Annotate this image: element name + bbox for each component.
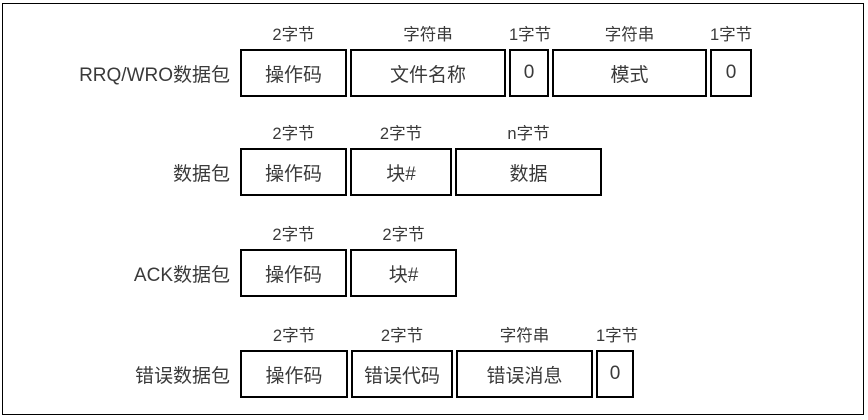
- field-error-message: 字符串 错误消息: [456, 326, 593, 398]
- field-size-label: 1字节: [710, 26, 753, 44]
- field-filename: 字符串 文件名称: [350, 25, 506, 97]
- packet-row-ack: ACK数据包 2字节 操作码 2字节 块#: [0, 225, 457, 297]
- field-error-code: 2字节 错误代码: [351, 326, 453, 398]
- field-size-label: 2字节: [382, 226, 425, 244]
- field-size-label: 2字节: [379, 125, 423, 143]
- field-box-error-code: 错误代码: [351, 350, 453, 398]
- packet-row-label: ACK数据包: [133, 264, 230, 286]
- packet-row-label: 错误数据包: [134, 365, 230, 387]
- field-size-label: 字符串: [499, 327, 550, 345]
- field-box-opcode: 操作码: [240, 249, 347, 297]
- field-box-mode: 模式: [552, 49, 707, 97]
- packet-row-data: 数据包 2字节 操作码 2字节 块# n字节 数据: [0, 124, 602, 196]
- field-block-number: 2字节 块#: [350, 124, 452, 196]
- field-box-zero: 0: [596, 350, 634, 398]
- field-box-error-message: 错误消息: [456, 350, 593, 398]
- field-box-zero-1: 0: [509, 49, 549, 97]
- field-size-label: 2字节: [272, 26, 315, 44]
- field-size-label: 字符串: [604, 26, 655, 44]
- packet-row-label: 数据包: [172, 163, 230, 185]
- field-size-label: 字符串: [403, 26, 453, 44]
- field-zero-terminator-2: 1字节 0: [710, 25, 752, 97]
- field-box-block-number: 块#: [350, 148, 452, 196]
- field-opcode: 2字节 操作码: [240, 124, 347, 196]
- packet-row-error: 错误数据包 2字节 操作码 2字节 错误代码 字符串 错误消息 1字节 0: [0, 326, 639, 398]
- field-data: n字节 数据: [455, 124, 602, 196]
- field-size-label: 1字节: [596, 327, 639, 345]
- field-mode: 字符串 模式: [552, 25, 707, 97]
- field-opcode: 2字节 操作码: [240, 25, 347, 97]
- field-size-label: n字节: [507, 125, 550, 143]
- field-block-number: 2字节 块#: [350, 225, 457, 297]
- field-size-label: 2字节: [380, 327, 424, 345]
- field-box-opcode: 操作码: [240, 49, 347, 97]
- field-size-label: 2字节: [272, 226, 315, 244]
- packet-fields: 2字节 操作码 2字节 块# n字节 数据: [240, 124, 602, 196]
- packet-fields: 2字节 操作码 2字节 块#: [240, 225, 457, 297]
- packet-fields: 2字节 操作码 2字节 错误代码 字符串 错误消息 1字节 0: [240, 326, 639, 398]
- field-box-opcode: 操作码: [240, 350, 348, 398]
- field-opcode: 2字节 操作码: [240, 326, 348, 398]
- field-opcode: 2字节 操作码: [240, 225, 347, 297]
- field-zero-terminator: 1字节 0: [596, 326, 639, 398]
- field-box-filename: 文件名称: [350, 49, 506, 97]
- field-box-zero-2: 0: [710, 49, 752, 97]
- field-box-data: 数据: [455, 148, 602, 196]
- packet-row-rrq-wrq: RRQ/WRO数据包 2字节 操作码 字符串 文件名称 1字节 0 字符串 模式…: [0, 25, 752, 97]
- packet-row-label: RRQ/WRO数据包: [79, 64, 230, 86]
- packet-fields: 2字节 操作码 字符串 文件名称 1字节 0 字符串 模式 1字节 0: [240, 25, 752, 97]
- field-size-label: 1字节: [509, 26, 552, 44]
- field-size-label: 2字节: [272, 125, 315, 143]
- field-zero-terminator-1: 1字节 0: [509, 25, 552, 97]
- field-box-opcode: 操作码: [240, 148, 347, 196]
- field-size-label: 2字节: [272, 327, 316, 345]
- field-box-block-number: 块#: [350, 249, 457, 297]
